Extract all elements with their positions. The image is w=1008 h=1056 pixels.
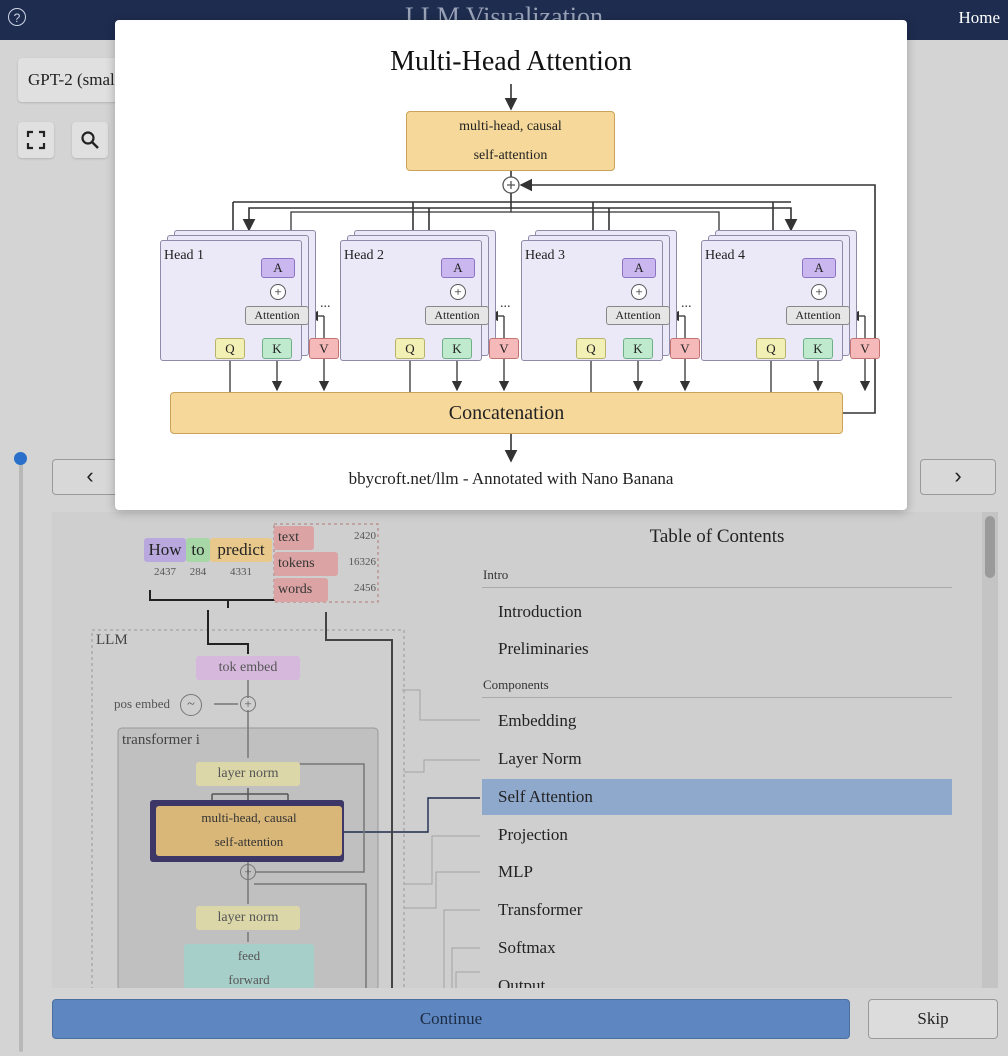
head-label: Head 3 xyxy=(525,248,566,263)
skip-button[interactable]: Skip xyxy=(868,999,998,1039)
scroll-timeline[interactable] xyxy=(14,452,28,1052)
head-attention-box: Attention xyxy=(786,306,850,325)
toc-item-preliminaries[interactable]: Preliminaries xyxy=(498,639,589,658)
output-row-label: words xyxy=(274,578,328,602)
timeline-position-knob[interactable] xyxy=(14,452,27,465)
mha-block-line-2: self-attention xyxy=(473,148,548,163)
modal-title: Multi-Head Attention xyxy=(390,46,632,77)
layer-norm-block[interactable]: layer norm xyxy=(196,906,300,930)
head-add-icon: + xyxy=(450,284,466,300)
head-q-box: Q xyxy=(756,338,786,359)
head-a-box: A xyxy=(622,258,656,278)
head-q-box: Q xyxy=(576,338,606,359)
head-k-box: K xyxy=(262,338,292,359)
head-add-icon: + xyxy=(811,284,827,300)
feed-line-2: forward xyxy=(228,972,270,987)
toc-section-heading: Intro xyxy=(483,567,509,582)
head-a-box: A xyxy=(441,258,475,278)
toc-section-heading: Components xyxy=(483,677,549,692)
head-label: Head 4 xyxy=(705,248,746,263)
output-row-value: 2420 xyxy=(354,530,376,542)
head-label: Head 2 xyxy=(344,248,385,263)
llm-label: LLM xyxy=(96,632,128,648)
timeline-track[interactable] xyxy=(19,462,23,1052)
ellipsis: ... xyxy=(681,296,692,311)
attention-line-2: self-attention xyxy=(214,834,284,849)
feed-line-1: feed xyxy=(237,948,261,963)
token-word: to xyxy=(186,538,210,562)
fullscreen-icon xyxy=(26,130,46,150)
modal-caption: bbycroft.net/llm - Annotated with Nano B… xyxy=(348,469,674,488)
transformer-label: transformer i xyxy=(122,732,200,748)
head-k-box: K xyxy=(623,338,653,359)
head-add-icon: + xyxy=(631,284,647,300)
toc-item-output[interactable]: Output xyxy=(498,976,546,988)
concatenation-block: Concatenation xyxy=(170,392,843,434)
toc-divider xyxy=(482,587,952,588)
output-row-value: 2456 xyxy=(354,582,376,594)
head-attention-box: Attention xyxy=(245,306,309,325)
pos-embed-label: pos embed xyxy=(114,696,170,711)
output-row-label: text xyxy=(274,526,314,550)
tok-embed-block[interactable]: tok embed xyxy=(196,656,300,680)
head-a-box: A xyxy=(261,258,295,278)
image-modal: Multi-Head Attention multi-head, causal … xyxy=(115,20,907,510)
attention-line-1: multi-head, causal xyxy=(201,810,297,825)
ellipsis: ... xyxy=(500,296,511,311)
toc-scrollbar-thumb[interactable] xyxy=(985,516,995,578)
mha-block-line-1: multi-head, causal xyxy=(459,119,562,134)
toc-item-softmax[interactable]: Softmax xyxy=(498,938,556,957)
head-v-box: V xyxy=(489,338,519,359)
head-a-box: A xyxy=(802,258,836,278)
token-word: How xyxy=(144,538,186,562)
search-button[interactable] xyxy=(72,122,108,158)
toc-item-projection[interactable]: Projection xyxy=(498,825,568,844)
layer-norm-block[interactable]: layer norm xyxy=(196,762,300,786)
output-row-value: 16326 xyxy=(348,556,377,568)
toc-title: Table of Contents xyxy=(649,526,785,547)
token-id: 284 xyxy=(189,566,207,578)
token-word: predict xyxy=(210,538,272,562)
search-icon xyxy=(81,131,99,149)
head-attention-box: Attention xyxy=(606,306,670,325)
toc-item-embedding[interactable]: Embedding xyxy=(498,711,577,730)
output-row-label: tokens xyxy=(274,552,338,576)
next-button[interactable]: › xyxy=(920,459,996,495)
add-icon: + xyxy=(240,864,256,880)
head-attention-box: Attention xyxy=(425,306,489,325)
add-icon: + xyxy=(240,696,256,712)
toc-item-self-attention[interactable]: Self Attention xyxy=(482,779,952,815)
feed-forward-block[interactable]: feed forward xyxy=(184,944,314,988)
head-k-box: K xyxy=(442,338,472,359)
token-id: 4331 xyxy=(230,566,252,578)
help-icon[interactable]: ? xyxy=(8,8,26,26)
fullscreen-button[interactable] xyxy=(18,122,54,158)
content-panel: How to predict 2437 284 4331 text tokens… xyxy=(52,512,998,988)
head-q-box: Q xyxy=(215,338,245,359)
head-v-box: V xyxy=(309,338,339,359)
head-q-box: Q xyxy=(395,338,425,359)
toc-divider xyxy=(482,697,952,698)
head-v-box: V xyxy=(670,338,700,359)
head-label: Head 1 xyxy=(164,248,205,263)
toc-item-transformer[interactable]: Transformer xyxy=(498,900,583,919)
head-v-box: V xyxy=(850,338,880,359)
head-add-icon: + xyxy=(270,284,286,300)
continue-button[interactable]: Continue xyxy=(52,999,850,1039)
attention-block[interactable]: multi-head, causal self-attention xyxy=(156,806,342,856)
mha-block: multi-head, causal self-attention xyxy=(406,111,615,171)
sine-icon: ~ xyxy=(180,694,202,716)
home-link[interactable]: Home xyxy=(958,8,1000,27)
toc-scrollbar[interactable] xyxy=(982,512,998,988)
toc-item-mlp[interactable]: MLP xyxy=(498,862,533,881)
head-k-box: K xyxy=(803,338,833,359)
ellipsis: ... xyxy=(320,296,331,311)
token-id: 2437 xyxy=(154,566,176,578)
model-select[interactable]: GPT-2 (small) xyxy=(18,58,128,102)
toc-item-layer-norm[interactable]: Layer Norm xyxy=(498,749,582,768)
toc-item-introduction[interactable]: Introduction xyxy=(498,602,583,621)
